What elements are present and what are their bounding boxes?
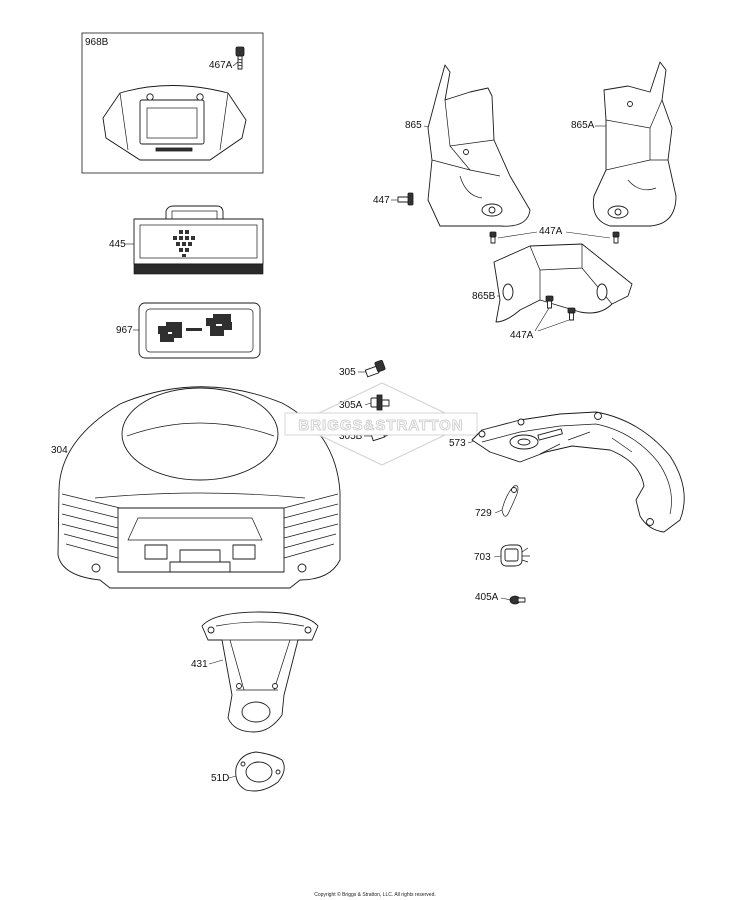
bolt-305: 305 (339, 359, 386, 378)
screw-447: 447 (373, 192, 414, 206)
callout-447a-bottom: 447A (510, 330, 534, 341)
callout-447: 447 (373, 195, 390, 206)
briggs-stratton-watermark: BRIGGS&STRATTON (284, 382, 478, 466)
callout-467a: 467A (209, 60, 233, 71)
cover-968b (102, 85, 247, 161)
gasket-51d: 51D (211, 751, 285, 792)
air-guide-865: 865 (405, 64, 531, 227)
callout-304: 304 (51, 445, 68, 456)
callout-51d: 51D (211, 773, 229, 784)
screws-447a-bottom: 447A (510, 295, 576, 341)
air-guide-865b: 865B (472, 243, 633, 323)
callout-865b: 865B (472, 291, 496, 302)
callout-447a-top: 447A (539, 226, 563, 237)
backplate-573: 573 (449, 411, 685, 533)
callout-445: 445 (109, 239, 126, 250)
screws-447a-top: 447A (489, 226, 620, 244)
callout-865: 865 (405, 120, 422, 131)
clamp-703: 703 (474, 544, 530, 567)
filter-logo-mark (173, 230, 195, 257)
screw-405a: 405A (475, 592, 526, 605)
watermark-text: BRIGGS&STRATTON (298, 417, 463, 434)
air-guide-865a: 865A (571, 61, 677, 227)
screw-467a (235, 46, 245, 70)
prefilter-logo-mark (158, 314, 232, 342)
callout-865a: 865A (571, 120, 595, 131)
intake-elbow-431: 431 (191, 611, 319, 733)
callout-431: 431 (191, 659, 208, 670)
blower-housing-304: 304 (51, 386, 341, 589)
pre-filter-967: 967 (116, 302, 261, 359)
air-filter-445: 445 (109, 205, 264, 275)
inset-box-968b: 968B 467A (81, 32, 264, 174)
callout-967: 967 (116, 325, 133, 336)
callout-729: 729 (475, 508, 492, 519)
callout-703: 703 (474, 552, 491, 563)
callout-305a: 305A (339, 400, 363, 411)
clip-729: 729 (475, 485, 519, 519)
callout-573: 573 (449, 438, 466, 449)
callout-305: 305 (339, 367, 356, 378)
callout-968b: 968B (85, 37, 109, 48)
callout-305b: 305B (339, 431, 363, 442)
callout-405a: 405A (475, 592, 499, 603)
copyright-notice: Copyright © Briggs & Stratton, LLC. All … (314, 891, 436, 898)
bolt-305a: 305A (339, 394, 390, 411)
